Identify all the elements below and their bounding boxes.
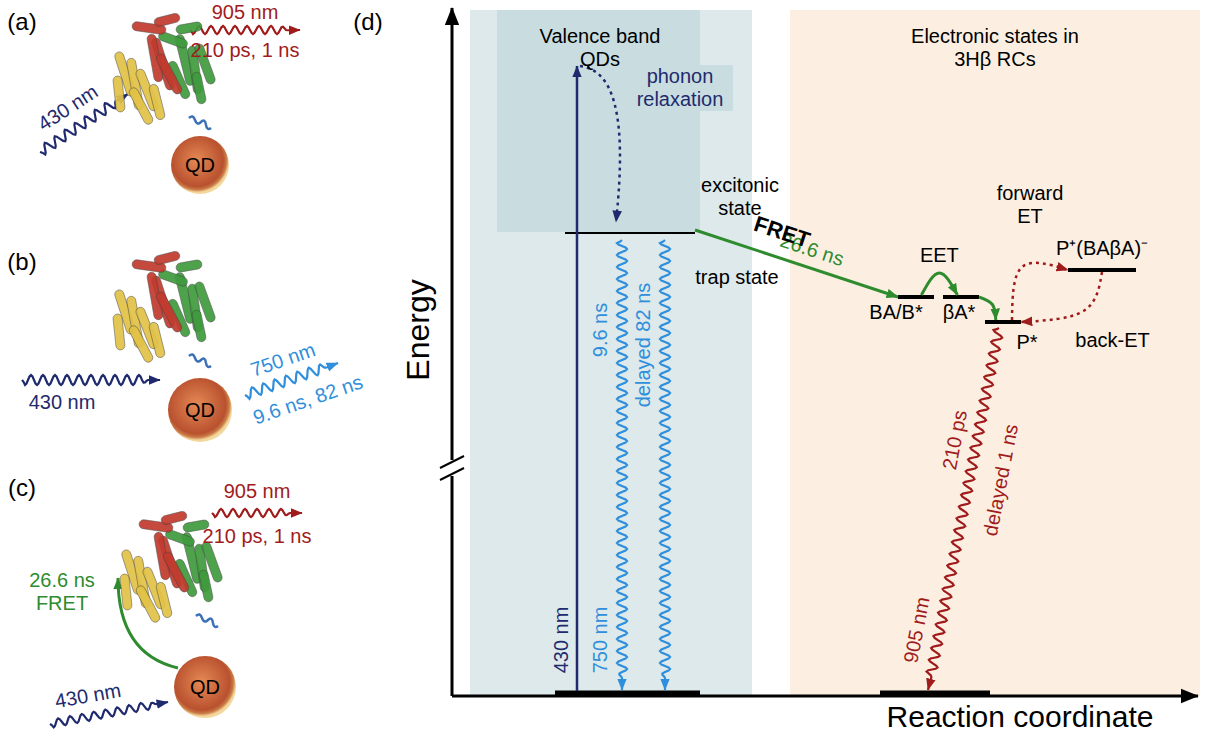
wavelength-label: 750 nm [248,338,319,381]
protein-helix [113,76,126,113]
quantum-dot: QD [170,135,230,195]
wavelength-label: 430 nm [34,80,102,136]
wavelength-label: 750 nm [589,607,612,674]
protein-helix [155,581,172,618]
axis-label: Energy [400,279,437,380]
protein-helix [153,12,180,27]
transfer-arrow [1021,272,1102,322]
relaxation-arrow [580,66,620,222]
process-label: back-ET [1072,329,1152,352]
energy-level: P* [985,320,1021,324]
state-label: P⁺(BAβA)⁻ [1056,237,1148,260]
quantum-dot: QD [173,655,237,719]
protein-helix [191,71,206,104]
state-label: P* [1016,331,1037,354]
transfer-label: 26.6 ns FRET [22,569,102,615]
emission-arrow [660,240,670,690]
reaction-centre-protein [113,250,217,367]
process-label: phonon relaxation [627,65,733,111]
panel-label: (d) [353,8,382,36]
axis-break [440,468,464,480]
qd-sphere [171,136,229,194]
band-shade [497,10,700,232]
rc-band: Electronic states in 3Hβ RCsBA/B* βA* P* P⁺… [790,10,1200,696]
qd-label: QD [190,676,220,699]
protein-helix [148,321,165,358]
excitation-arrow [576,66,579,691]
linker [189,354,211,367]
lifetime-label: 210 ps, 1 ns [191,39,300,62]
protein-helix [175,259,202,272]
wavelength-label: 430 nm [29,391,96,414]
emission-arrow [617,240,627,690]
protein-helix [160,510,187,525]
protein-helix [162,550,191,593]
wavelength-label: 905 nm [224,480,291,503]
protein-helix [155,290,184,333]
protein-helix [113,314,126,351]
wavelength-label: 430 nm [550,607,573,674]
transfer-arrow [979,297,996,320]
protein-helix [155,52,184,95]
state-label: βA* [943,301,976,324]
lifetime-label: 210 ps [938,408,972,471]
panel-label: (a) [7,8,36,36]
emission-arrow [212,509,302,517]
transfer-arrow [1012,263,1068,320]
protein-helix [175,21,202,34]
lifetime-label: 9.6 ns [589,303,612,357]
protein-helix [198,569,213,602]
qd-label: QD [185,154,215,177]
state-label: BA/B* [869,301,922,324]
lifetime-label: delayed 1 ns [979,422,1023,538]
protein-helix [191,309,206,342]
state-label: excitonic state [690,174,790,220]
energy-axis [451,8,454,696]
emission-arrow [190,26,300,34]
energy-level: BA/B* [898,295,934,299]
lifetime-label: 9.6 ns, 82 ns [250,370,366,429]
ground-level [880,691,990,696]
process-label: EET [920,244,959,267]
emission-arrow [22,375,160,385]
reaction-centre-protein [113,12,217,129]
band-heading: Electronic states in 3Hβ RCs [890,25,1100,71]
wavelength-label: 430 nm [53,679,123,713]
panel-label: (c) [8,474,36,502]
qd-sphere [168,378,232,442]
energy-level: P⁺(BAβA)⁻ [1068,268,1136,272]
panel-label: (b) [7,248,36,276]
protein-helix [120,574,133,611]
protein-helix [148,83,165,120]
axis-break [440,456,464,468]
transfer-arrow [921,273,957,295]
ground-level [555,691,700,696]
wavelength-label: 905 nm [212,1,279,24]
axis-label: Reaction coordinate [887,700,1154,735]
wavelength-label: 905 nm [899,595,934,665]
linker [189,116,211,129]
process-label: forward ET [985,182,1075,228]
lifetime-label: delayed 82 ns [632,283,655,408]
lifetime-label: 210 ps, 1 ns [203,525,312,548]
linker [196,614,218,627]
energy-level: βA* [943,295,979,299]
state-label: trap state [695,266,778,289]
protein-helix [153,250,180,265]
qd-label: QD [185,399,215,422]
qd-sphere [174,656,236,718]
quantum-dot: QD [167,377,233,443]
